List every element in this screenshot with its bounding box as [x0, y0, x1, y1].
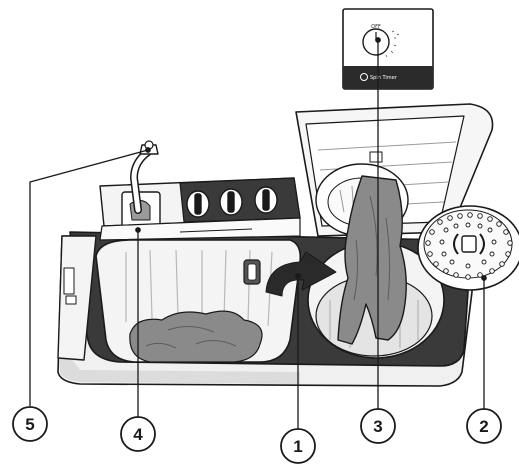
- callout-5: 5: [12, 406, 48, 442]
- leader-lines: [29, 37, 487, 432]
- spin-timer-label: Spin Timer: [370, 75, 398, 81]
- washing-machine: [57, 103, 494, 387]
- clothes-wash-tub: [129, 310, 263, 363]
- brand-logo-icon: [360, 73, 368, 81]
- water-inlet: [121, 140, 161, 229]
- callout-5-label: 5: [25, 415, 34, 434]
- callout-3-label: 3: [373, 417, 382, 436]
- dial-off-label: OFF: [371, 24, 381, 30]
- spin-timer-inset: OFF Spin Timer: [342, 8, 434, 90]
- leader-line-5: [29, 149, 149, 406]
- control-knobs: [186, 186, 278, 218]
- callout-4: 4: [120, 416, 156, 452]
- callout-1-label: 1: [293, 437, 302, 456]
- spin-cap: [417, 205, 519, 291]
- callout-1: 1: [280, 428, 316, 464]
- callout-4-label: 4: [133, 425, 143, 444]
- wash-tub: [95, 239, 302, 363]
- transfer-arrow: [265, 251, 337, 297]
- clothes-spin-tub: [337, 175, 407, 345]
- callout-2-label: 2: [479, 417, 488, 436]
- callout-3: 3: [360, 408, 396, 444]
- callout-2: 2: [466, 408, 502, 444]
